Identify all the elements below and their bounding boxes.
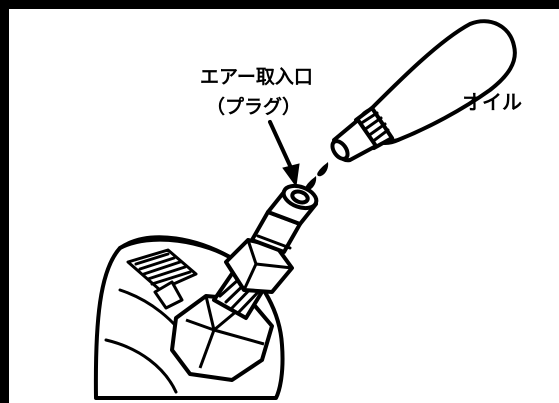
air-inlet-label: エアー取入口 [200, 66, 313, 88]
oil-drops [305, 162, 329, 191]
inlet-arrow [268, 120, 300, 188]
plug-fitting [212, 183, 319, 320]
plug-label: （プラグ） [206, 96, 302, 118]
oil-bottle [330, 19, 517, 163]
oil-label: オイル [462, 90, 522, 114]
